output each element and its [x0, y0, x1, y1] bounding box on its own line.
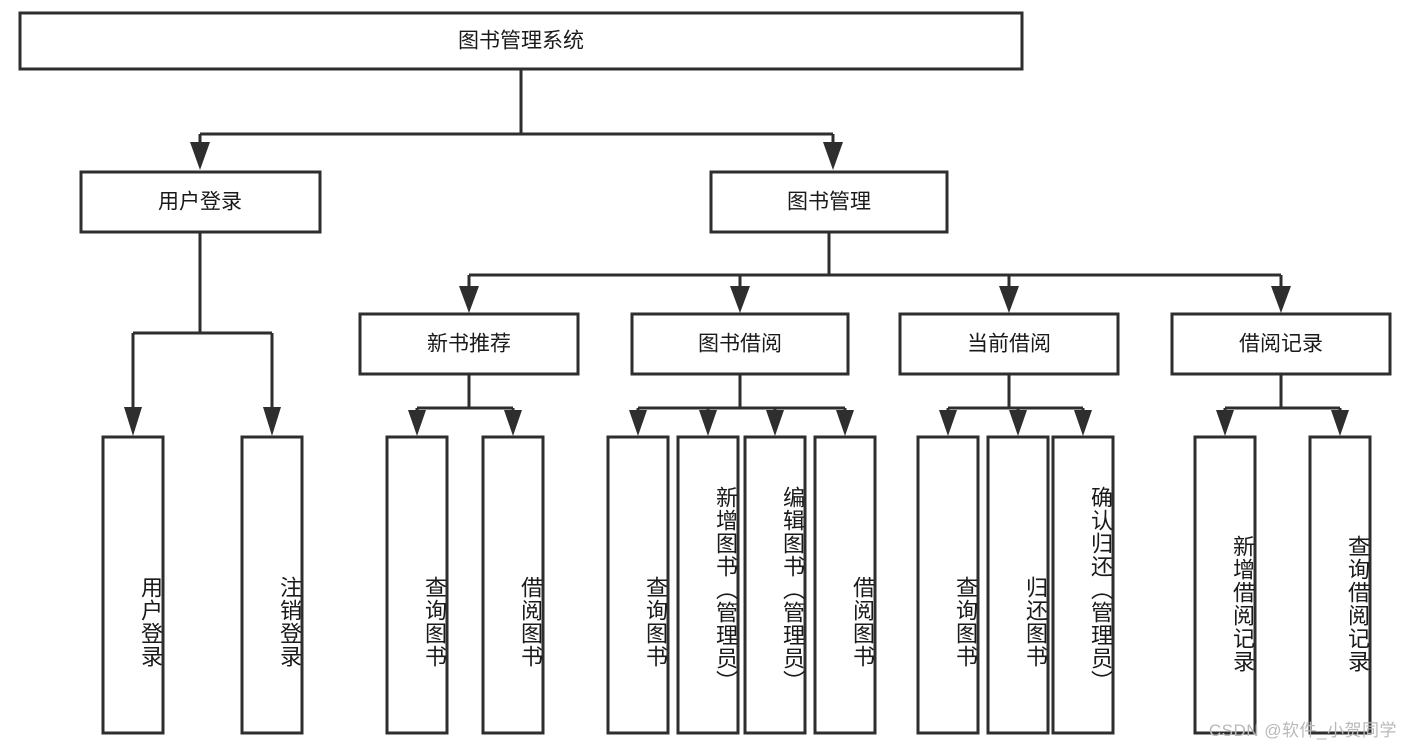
arrow-head-icon: [1074, 410, 1092, 436]
arrow-head-icon: [823, 142, 843, 170]
connector-new-book-recommend-to-leaves: [408, 374, 522, 436]
node-box-new-book-recommend[interactable]: [358, 312, 580, 376]
node-label-user-login: 用户登录: [158, 191, 242, 214]
node-book-management[interactable]: 图书管理: [709, 170, 949, 234]
csdn-watermark: CSDN @软件_小贺同学: [1208, 721, 1397, 740]
node-current-borrow[interactable]: 当前借阅: [898, 312, 1120, 376]
node-box-leaf-borrow-book-2[interactable]: [813, 435, 877, 735]
node-box-leaf-borrow-book-1[interactable]: [481, 435, 545, 735]
arrow-head-icon: [408, 410, 426, 436]
node-box-leaf-query-book-1[interactable]: [385, 435, 449, 735]
arrow-head-icon: [1271, 286, 1291, 313]
node-box-leaf-add-borrow-record[interactable]: [1193, 435, 1257, 735]
node-label-new-book-recommend: 新书推荐: [427, 333, 511, 356]
arrow-head-icon: [459, 286, 479, 313]
arrow-head-icon: [1216, 410, 1234, 436]
node-box-leaf-confirm-return[interactable]: [1051, 435, 1115, 735]
node-box-leaf-add-book[interactable]: [676, 435, 740, 735]
node-box-leaf-query-book-2[interactable]: [606, 435, 670, 735]
node-box-leaf-query-borrow-record[interactable]: [1308, 435, 1372, 735]
arrow-head-icon: [766, 410, 784, 436]
node-box-current-borrow[interactable]: [898, 312, 1120, 376]
node-box-leaf-logout-login[interactable]: [240, 435, 304, 735]
node-borrow-record[interactable]: 借阅记录: [1170, 312, 1392, 376]
arrow-head-icon: [939, 410, 957, 436]
node-user-login[interactable]: 用户登录: [79, 170, 322, 234]
connector-book-borrow-to-leaves: [629, 374, 854, 436]
node-box-leaf-user-login[interactable]: [101, 435, 165, 735]
arrow-head-icon: [124, 407, 142, 436]
leaf-boxes-group: [101, 435, 1372, 735]
connector-borrow-record-to-leaves: [1216, 374, 1349, 436]
node-box-leaf-return-book[interactable]: [986, 435, 1050, 735]
arrow-head-icon: [699, 410, 717, 436]
arrow-head-icon: [1331, 410, 1349, 436]
node-new-book-recommend[interactable]: 新书推荐: [358, 312, 580, 376]
arrow-head-icon: [1009, 410, 1027, 436]
node-label-root: 图书管理系统: [458, 30, 584, 53]
connector-user-login-to-leaves: [124, 232, 281, 436]
connector-root-to-level1: [190, 69, 843, 170]
arrow-head-icon: [504, 410, 522, 436]
arrow-head-icon: [629, 410, 647, 436]
node-book-management-system[interactable]: 图书管理系统: [18, 11, 1024, 71]
connector-book-management-to-level2: [459, 232, 1291, 313]
arrow-head-icon: [730, 286, 750, 313]
node-box-leaf-edit-book[interactable]: [743, 435, 807, 735]
arrow-head-icon: [263, 407, 281, 436]
node-label-current-borrow: 当前借阅: [967, 333, 1051, 356]
node-label-book-borrow: 图书借阅: [698, 333, 782, 356]
node-book-borrow[interactable]: 图书借阅: [630, 312, 850, 376]
node-box-root[interactable]: [18, 11, 1024, 71]
node-box-user-login[interactable]: [79, 170, 322, 234]
node-label-borrow-record: 借阅记录: [1239, 333, 1323, 356]
arrow-head-icon: [999, 286, 1019, 313]
arrow-head-icon: [190, 142, 210, 170]
node-box-leaf-query-book-3[interactable]: [916, 435, 980, 735]
arrow-head-icon: [836, 410, 854, 436]
node-label-book-management: 图书管理: [787, 191, 871, 214]
connector-current-borrow-to-leaves: [939, 374, 1092, 436]
